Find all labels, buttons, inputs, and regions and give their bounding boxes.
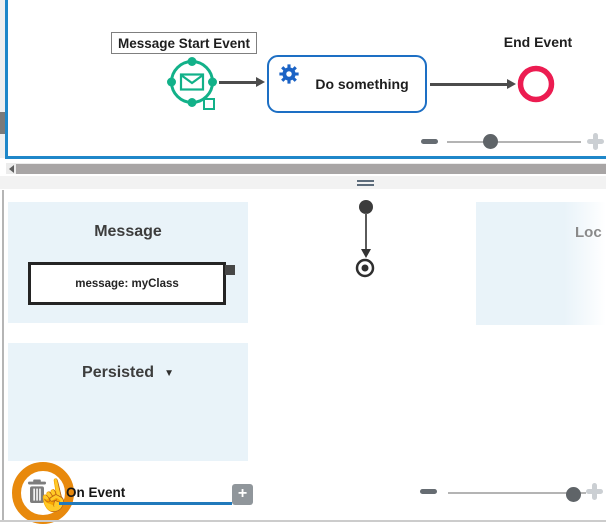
message-section: Message message: myClass: [8, 202, 248, 323]
local-section: Loc: [476, 202, 606, 325]
event-target-icon[interactable]: [354, 257, 376, 279]
zoom-out-icon[interactable]: [421, 139, 438, 144]
zoom-slider-track[interactable]: [448, 491, 586, 494]
event-connector-arrowhead-icon: [361, 249, 371, 258]
task-node[interactable]: Do something: [267, 55, 427, 113]
event-connector-line: [365, 213, 367, 251]
message-node[interactable]: message: myClass: [28, 262, 226, 305]
on-event-field-underline: [59, 501, 232, 505]
start-event-selection-handle[interactable]: [203, 98, 215, 110]
sequence-flow-line[interactable]: [219, 81, 257, 84]
zoom-slider-track[interactable]: [447, 141, 581, 143]
persisted-dropdown-label: Persisted: [82, 364, 155, 381]
zoom-in-icon[interactable]: [593, 133, 598, 150]
add-event-button[interactable]: +: [232, 484, 253, 505]
sequence-flow-arrowhead-icon: [256, 76, 265, 87]
persisted-section: Persisted ▼: [8, 343, 248, 461]
canvas-horizontal-scrollbar-thumb[interactable]: [16, 163, 606, 174]
zoom-out-icon[interactable]: [420, 489, 437, 494]
end-event-label: End Event: [503, 34, 573, 50]
scroll-left-arrow-icon[interactable]: [9, 165, 14, 173]
drag-handle-icon[interactable]: [357, 183, 374, 186]
end-event-icon[interactable]: [516, 64, 556, 104]
trash-icon[interactable]: [27, 479, 47, 505]
canvas-vertical-scrollbar-thumb[interactable]: [0, 112, 5, 134]
drag-handle-icon[interactable]: [357, 179, 374, 182]
start-event-label: Message Start Event: [111, 32, 257, 54]
local-section-title: Loc: [575, 224, 602, 241]
on-event-label[interactable]: On Event: [66, 485, 126, 500]
caret-down-icon: ▼: [164, 367, 174, 379]
message-section-title: Message: [94, 223, 162, 240]
zoom-slider-handle[interactable]: [483, 134, 498, 149]
annotation-highlight-circle: [12, 462, 74, 524]
sequence-flow-line[interactable]: [430, 83, 507, 86]
persisted-dropdown[interactable]: Persisted ▼: [8, 343, 248, 382]
panel-bottom-border: [0, 520, 606, 522]
task-label: Do something: [315, 76, 409, 92]
event-source-dot[interactable]: [359, 200, 373, 214]
zoom-in-icon[interactable]: [592, 483, 597, 500]
message-start-event-icon[interactable]: [164, 54, 220, 110]
panel-left-edge: [2, 190, 4, 520]
panel-splitter[interactable]: [0, 176, 606, 189]
gear-icon: [279, 64, 299, 84]
message-node-connector-handle[interactable]: [225, 265, 235, 275]
zoom-slider-handle[interactable]: [566, 487, 581, 502]
sequence-flow-arrowhead-icon: [507, 78, 516, 89]
